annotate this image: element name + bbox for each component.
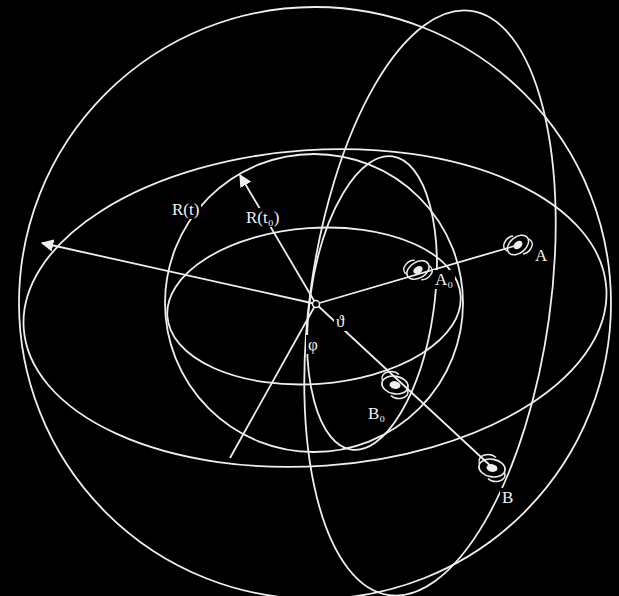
radius-label: R(t) bbox=[170, 200, 201, 219]
radius-label: R(t₀) bbox=[244, 208, 281, 227]
galaxy-label: A bbox=[533, 246, 549, 265]
angle-label: ϑ bbox=[334, 312, 346, 331]
galaxy-label: A₀ bbox=[433, 270, 455, 289]
galaxy-label: B₀ bbox=[366, 404, 387, 423]
angle-label: φ bbox=[306, 335, 320, 354]
galaxy-label: B bbox=[500, 488, 515, 507]
